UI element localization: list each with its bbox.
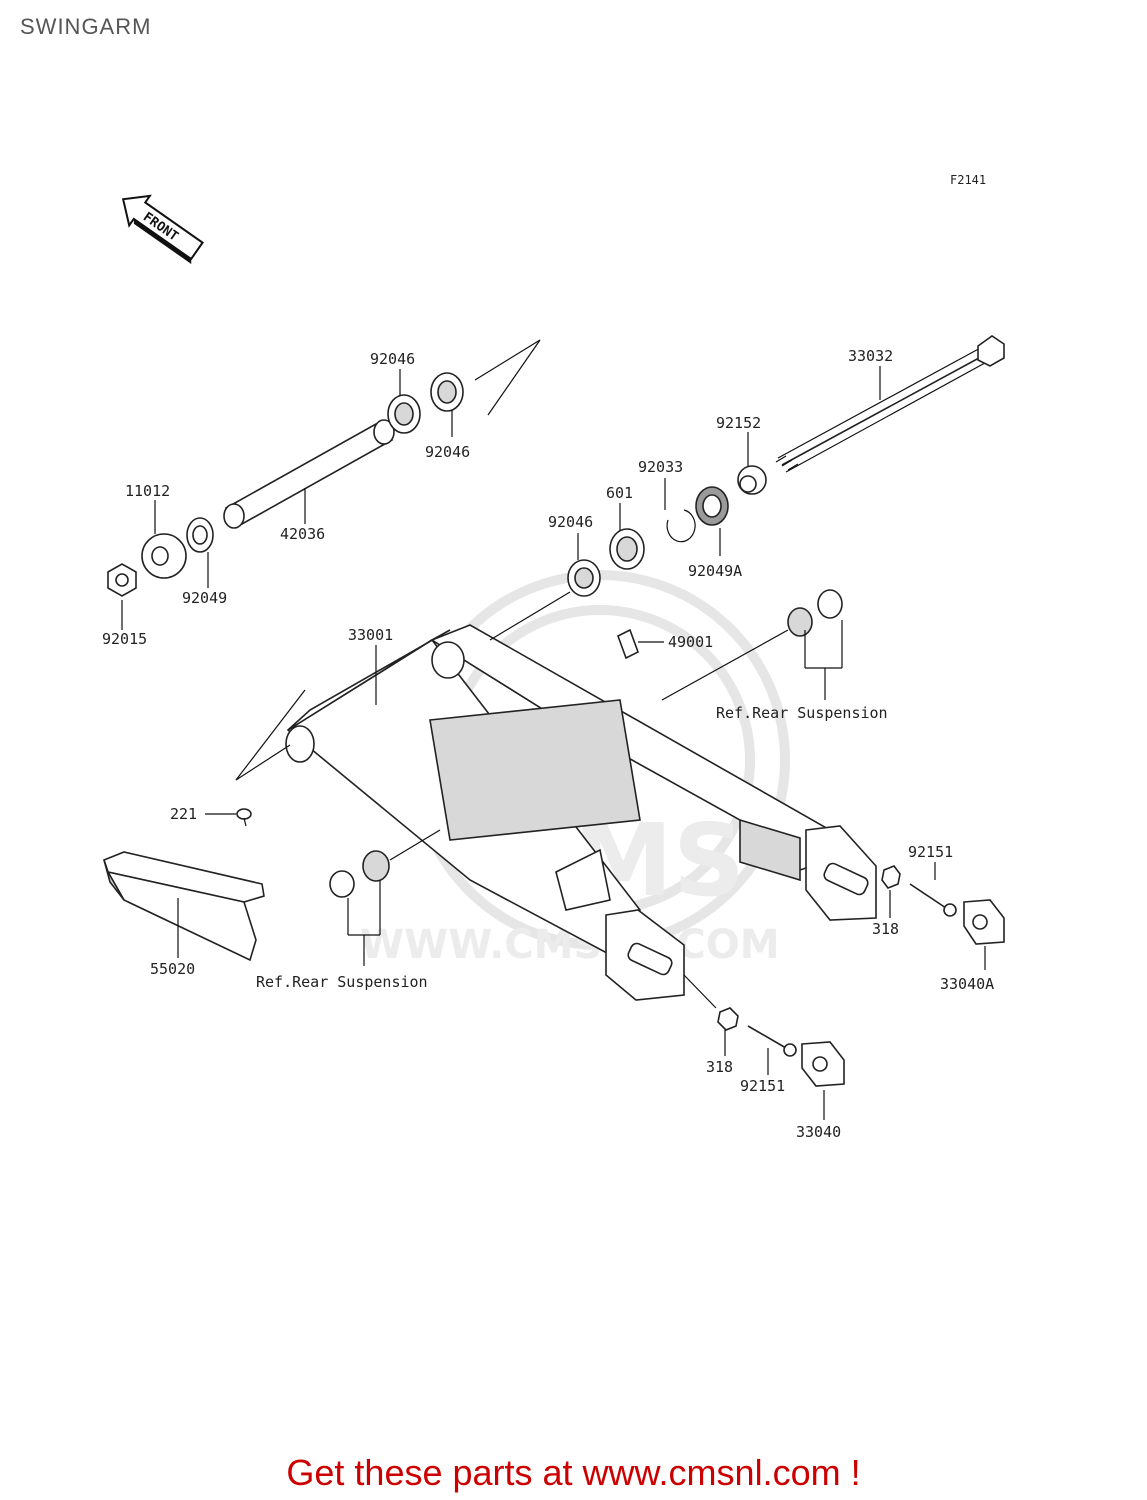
part-33040a-adjuster bbox=[963, 899, 1005, 945]
label-55020: 55020 bbox=[150, 960, 195, 978]
part-92046-bearing-a bbox=[387, 394, 421, 434]
label-92046-b: 92046 bbox=[425, 443, 470, 461]
part-ref-suspension-bushing-right bbox=[787, 589, 843, 637]
part-92152-collar bbox=[737, 465, 767, 495]
label-33032: 33032 bbox=[848, 347, 893, 365]
label-92046-c: 92046 bbox=[548, 513, 593, 531]
part-92046-bearing-b bbox=[430, 372, 464, 412]
label-92046-top: 92046 bbox=[370, 350, 415, 368]
part-92151-bolt-right bbox=[909, 883, 957, 917]
label-221: 221 bbox=[170, 805, 197, 823]
label-92049a: 92049A bbox=[688, 562, 742, 580]
part-92049a-seal bbox=[695, 486, 729, 526]
label-49001: 49001 bbox=[668, 633, 713, 651]
part-318-nut-right bbox=[881, 865, 901, 889]
part-42036-sleeve bbox=[223, 419, 395, 529]
label-92151-bottom: 92151 bbox=[740, 1077, 785, 1095]
part-33040-adjuster bbox=[801, 1041, 845, 1087]
part-601-bearing bbox=[609, 528, 645, 570]
label-92033: 92033 bbox=[638, 458, 683, 476]
label-92151-right: 92151 bbox=[908, 843, 953, 861]
part-318-nut-bottom bbox=[717, 1007, 739, 1031]
part-92046-bearing-c bbox=[567, 559, 601, 597]
front-arrow-icon: FRONT bbox=[121, 194, 204, 264]
page-title: SWINGARM bbox=[20, 14, 152, 39]
label-318-right: 318 bbox=[872, 920, 899, 938]
label-601: 601 bbox=[606, 484, 633, 502]
part-92049-seal bbox=[186, 517, 214, 553]
leader-lines bbox=[121, 339, 986, 1120]
label-92049: 92049 bbox=[182, 589, 227, 607]
part-11012-collar bbox=[141, 533, 187, 579]
part-49001-grease-fitting bbox=[617, 628, 639, 660]
part-labels: 92046 92046 33032 92152 92033 601 92046 … bbox=[102, 347, 994, 1141]
part-33032-pivot-shaft bbox=[775, 335, 1005, 473]
label-11012: 11012 bbox=[125, 482, 170, 500]
label-33040: 33040 bbox=[796, 1123, 841, 1141]
part-92151-bolt-bottom bbox=[747, 1025, 797, 1057]
label-92152: 92152 bbox=[716, 414, 761, 432]
figure-code: F2141 bbox=[950, 173, 986, 187]
part-ref-suspension-bushing-left bbox=[329, 850, 390, 898]
label-33001: 33001 bbox=[348, 626, 393, 644]
promo-link-text[interactable]: Get these parts at www.cmsnl.com ! bbox=[286, 1452, 861, 1493]
part-33001-swingarm bbox=[285, 624, 877, 1001]
part-55020-chain-slider bbox=[103, 851, 265, 962]
label-ref-rear-suspension-right: Ref.Rear Suspension bbox=[716, 704, 888, 722]
part-221-screw bbox=[236, 808, 252, 827]
label-ref-rear-suspension-left: Ref.Rear Suspension bbox=[256, 973, 428, 991]
label-92015: 92015 bbox=[102, 630, 147, 648]
label-33040a: 33040A bbox=[940, 975, 994, 993]
part-92015-nut bbox=[107, 563, 137, 597]
label-42036: 42036 bbox=[280, 525, 325, 543]
part-92033-circlip bbox=[666, 509, 696, 543]
label-318-bottom: 318 bbox=[706, 1058, 733, 1076]
